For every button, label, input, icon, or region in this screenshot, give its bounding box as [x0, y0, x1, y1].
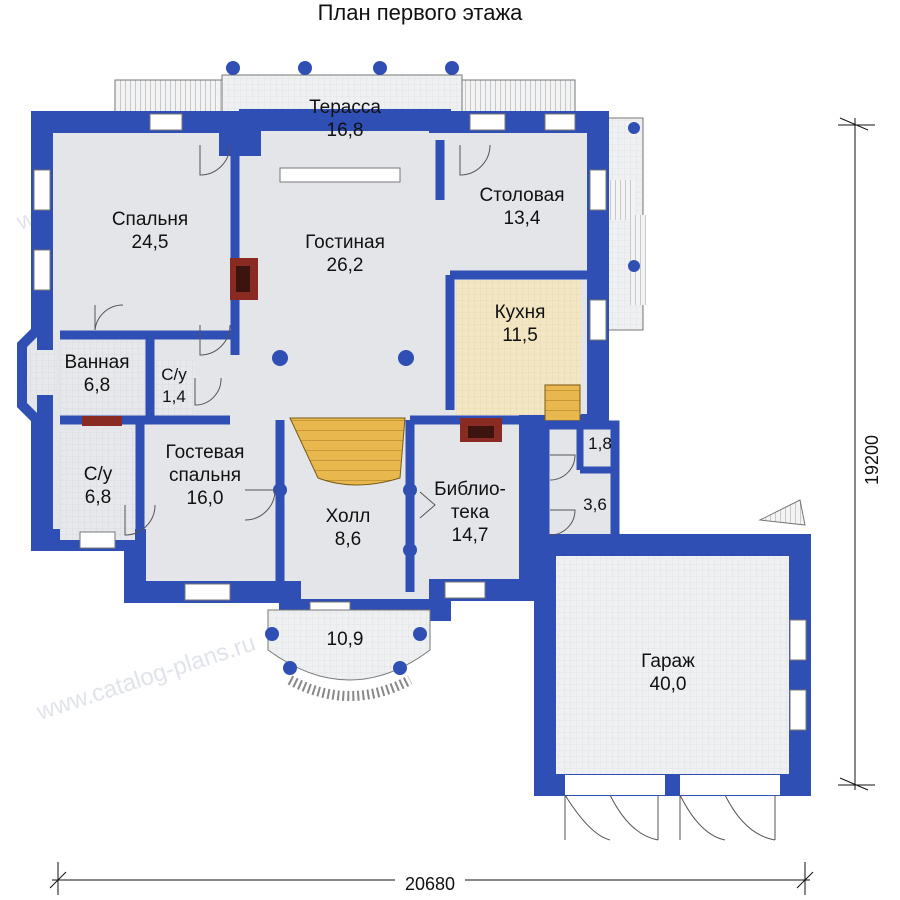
hall-area: 8,6 [335, 529, 361, 550]
dining-name: Столовая [480, 185, 565, 206]
wc-small-area: 1,4 [162, 387, 186, 406]
guest-area: 16,0 [187, 488, 224, 509]
column-icon [445, 61, 459, 75]
library-area: 14,7 [452, 525, 489, 546]
library-name-line2: тека [451, 502, 490, 523]
column-icon [373, 61, 387, 75]
column-icon [283, 661, 297, 675]
column-icon [403, 483, 417, 497]
fireplace-icon [230, 258, 258, 300]
closets [540, 420, 620, 550]
column-icon [393, 661, 407, 675]
porch-area: 10,9 [327, 629, 364, 650]
guest-name-line2: спальня [169, 465, 241, 486]
wc-small-floor [155, 360, 195, 415]
bedroom-area: 24,5 [132, 232, 169, 253]
guest-name-line1: Гостевая [166, 442, 245, 463]
width-dimension: 20680 [405, 874, 455, 894]
living-area: 26,2 [327, 255, 364, 276]
library-name-line1: Библио- [434, 479, 506, 500]
closet-b-area: 3,6 [583, 495, 607, 514]
hall-name: Холл [326, 506, 371, 527]
fireplace-icon [82, 416, 122, 426]
windows [33, 113, 607, 619]
column-icon [272, 350, 288, 366]
height-dimension: 19200 [862, 435, 882, 485]
watermark: www.catalog-plans.ru [33, 630, 259, 726]
column-icon [298, 61, 312, 75]
bath-floor [60, 340, 145, 415]
wc-name: С/у [84, 464, 113, 485]
column-icon [403, 543, 417, 557]
closet-a-area: 1,8 [588, 434, 612, 453]
walls-main [31, 109, 609, 621]
room-labels: Терасса 16,8 Столовая 13,4 Спальня 24,5 … [64, 97, 695, 695]
garage-area: 40,0 [650, 674, 687, 695]
column-icon [628, 260, 640, 272]
bedroom-name: Спальня [112, 209, 188, 230]
column-icon [398, 350, 414, 366]
terrace-top-area: 16,8 [327, 120, 364, 141]
door-swings [94, 144, 576, 536]
dining-area: 13,4 [504, 208, 541, 229]
garage-name: Гараж [641, 651, 695, 672]
column-icon [265, 627, 279, 641]
garage [534, 499, 811, 841]
bay-window [17, 312, 56, 438]
wc-floor [60, 430, 135, 540]
dimension-vertical [838, 117, 875, 791]
wc-area: 6,8 [85, 487, 111, 508]
kitchen-area: 11,5 [502, 325, 538, 346]
bath-name: Ванная [64, 352, 129, 373]
column-icon [413, 627, 427, 641]
column-icon [628, 122, 640, 134]
terrace-top-name: Терасса [309, 97, 381, 118]
column-icon [273, 483, 287, 497]
porch [265, 609, 431, 701]
fireplace-icon [460, 418, 502, 442]
living-name: Гостиная [305, 232, 385, 253]
wc-small-name: С/у [161, 365, 187, 384]
column-icon [226, 61, 240, 75]
kitchen-name: Кухня [495, 302, 546, 323]
plan-title: План первого этажа [318, 0, 524, 25]
bath-area: 6,8 [84, 375, 110, 396]
